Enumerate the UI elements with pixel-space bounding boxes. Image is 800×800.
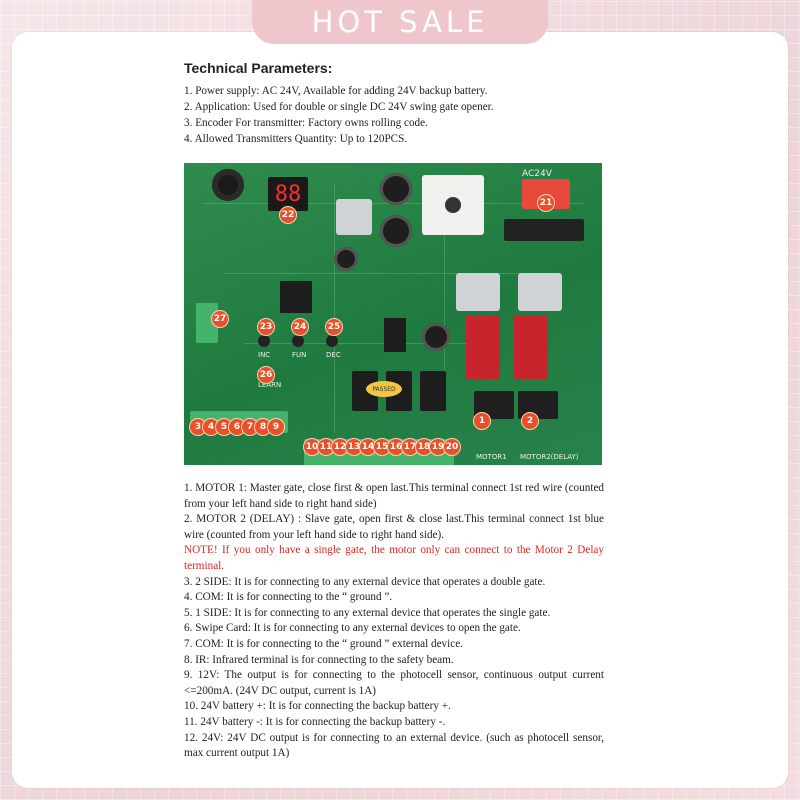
marker-18: 18: [416, 439, 432, 455]
terminal-descriptions: 1. MOTOR 1: Master gate, close first & o…: [184, 481, 604, 762]
marker-26: 26: [258, 367, 274, 383]
marker-20: 20: [444, 439, 460, 455]
heatsink: [336, 199, 372, 235]
relay: [466, 315, 500, 379]
relay: [420, 371, 446, 411]
chip: [384, 318, 406, 352]
marker-17: 17: [402, 439, 418, 455]
marker-3: 3: [190, 419, 206, 435]
marker-13: 13: [346, 439, 362, 455]
silk-dec: DEC: [326, 351, 341, 359]
marker-15: 15: [374, 439, 390, 455]
technical-parameters: Technical Parameters: 1. Power supply: A…: [184, 60, 604, 147]
silk-motor2: MOTOR2(DELAY): [520, 453, 579, 461]
technical-title: Technical Parameters:: [184, 60, 333, 76]
banner-text: HOT SALE: [311, 5, 489, 39]
capacitor: [334, 247, 358, 271]
capacitor: [380, 173, 412, 205]
description-line: 10. 24V battery +: It is for connecting …: [184, 700, 451, 713]
marker-10: 10: [304, 439, 320, 455]
silk-fun: FUN: [292, 351, 307, 359]
description-line: 6. Swipe Card: It is for connecting to a…: [184, 622, 521, 635]
tech-line: 1. Power supply: AC 24V, Available for a…: [184, 85, 488, 97]
heatsink: [456, 273, 500, 311]
capacitor: [422, 323, 450, 351]
description-line: 7. COM: It is for connecting to the “ gr…: [184, 637, 463, 650]
marker-6: 6: [229, 419, 245, 435]
description-line: 11. 24V battery -: It is for connecting …: [184, 715, 446, 728]
capacitor: [380, 215, 412, 247]
hot-sale-banner: HOT SALE: [252, 0, 548, 44]
button-inc: [258, 335, 270, 347]
marker-4: 4: [203, 419, 219, 435]
marker-7: 7: [242, 419, 258, 435]
button-dec: [326, 335, 338, 347]
marker-8: 8: [255, 419, 271, 435]
marker-16: 16: [388, 439, 404, 455]
marker-27: 27: [212, 311, 228, 327]
transformer-connector: [504, 219, 584, 241]
heatsink: [518, 273, 562, 311]
buzzer: [212, 169, 244, 201]
silk-inc: INC: [258, 351, 271, 359]
silk-motor1: MOTOR1: [476, 453, 507, 461]
description-line: 8. IR: Infrared terminal is for connecti…: [184, 653, 454, 666]
marker-24: 24: [292, 319, 308, 335]
marker-2: 2: [522, 413, 538, 429]
description-line: 4. COM: It is for connecting to the “ gr…: [184, 591, 393, 604]
silk-ac24v: AC24V: [522, 169, 552, 179]
description-line: 12. 24V: 24V DC output is for connecting…: [184, 731, 604, 760]
marker-19: 19: [430, 439, 446, 455]
silk-learn: LEARN: [258, 381, 282, 389]
marker-12: 12: [332, 439, 348, 455]
marker-9: 9: [268, 419, 284, 435]
marker-5: 5: [216, 419, 232, 435]
terminal-block-side: [196, 303, 218, 343]
tech-line: 4. Allowed Transmitters Quantity: Up to …: [184, 133, 408, 145]
circuit-board-photo: 88 AC24V PASSED MOTOR1 MOTOR2(DELAY) INC…: [184, 163, 602, 465]
tech-line: 2. Application: Used for double or singl…: [184, 101, 494, 113]
description-line: 9. 12V: The output is for connecting to …: [184, 669, 604, 697]
marker-22: 22: [280, 207, 296, 223]
note-line: NOTE! If you only have a single gate, th…: [184, 544, 604, 572]
passed-sticker: PASSED: [366, 381, 402, 397]
description-line: 5. 1 SIDE: It is for connecting to any e…: [184, 606, 551, 619]
description-line: 1. MOTOR 1: Master gate, close first & o…: [184, 482, 604, 510]
marker-23: 23: [258, 319, 274, 335]
marker-25: 25: [326, 319, 342, 335]
marker-11: 11: [318, 439, 334, 455]
microcontroller-chip: [280, 281, 312, 313]
relay: [514, 315, 548, 379]
button-fun: [292, 335, 304, 347]
marker-14: 14: [360, 439, 376, 455]
tech-line: 3. Encoder For transmitter: Factory owns…: [184, 117, 428, 129]
description-line: 2. MOTOR 2 (DELAY) : Slave gate, open fi…: [184, 513, 604, 541]
marker-1: 1: [474, 413, 490, 429]
segment-display: 88: [268, 177, 308, 211]
marker-21: 21: [538, 195, 554, 211]
bridge-rectifier: [422, 175, 484, 235]
description-line: 3. 2 SIDE: It is for connecting to any e…: [184, 575, 546, 588]
